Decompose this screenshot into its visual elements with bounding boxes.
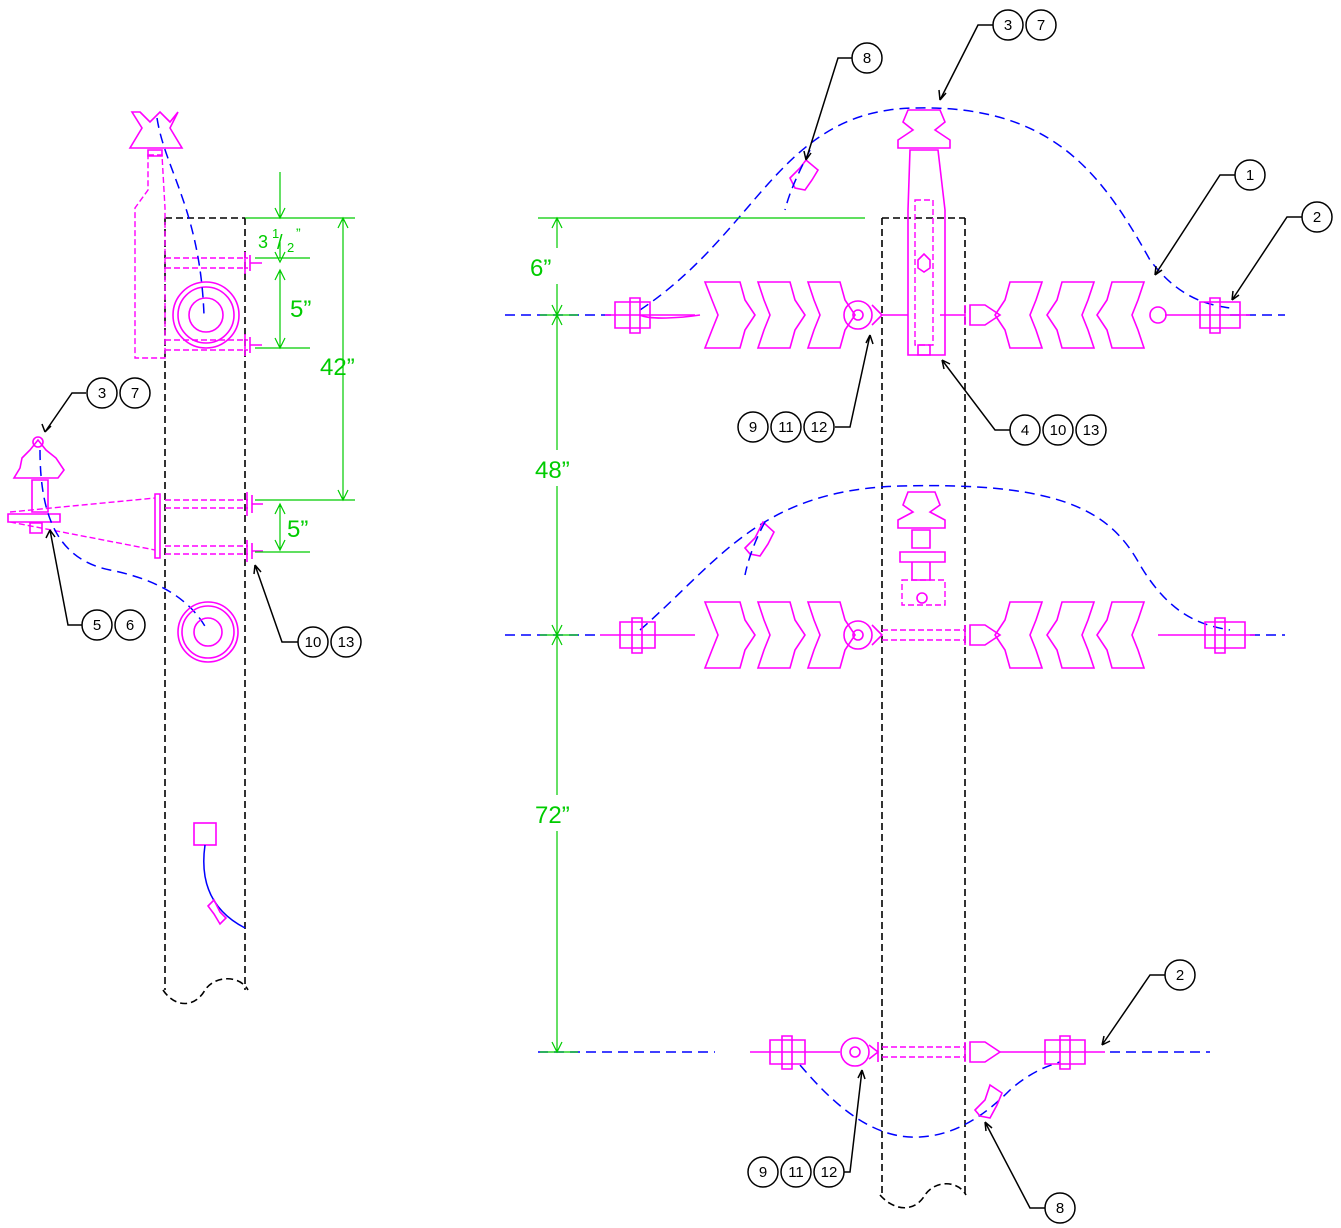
side-dim-overall: 42” [320,354,355,381]
svg-text:7: 7 [1037,17,1045,34]
callout-front-bracket: 4 10 13 [941,359,1107,446]
front-dim-middle: 48” [535,457,570,484]
svg-text:2: 2 [1313,209,1321,226]
svg-text:3: 3 [1004,17,1012,34]
side-dim-top-offset: 3 [258,232,268,252]
svg-text:10: 10 [1050,422,1067,439]
side-arm-bracket [7,436,263,562]
front-lower-tie [973,1083,1003,1119]
front-middle-pin-assembly [897,491,946,606]
front-upper-insulator-strings [605,281,1250,349]
callout-front-deadend: 2 [1231,201,1333,301]
svg-text:7: 7 [131,385,139,402]
svg-text:8: 8 [1056,1200,1064,1217]
svg-text:8: 8 [863,50,871,67]
side-dimensions: 3 1 / 2 ” 5” 42” 5” [245,172,355,553]
svg-text:9: 9 [749,419,757,436]
side-dim-fraction-inch: ” [296,225,301,241]
front-view: 6” 48” 72” 3 7 8 1 2 9 11 12 [505,9,1333,1224]
side-lower-conductor [177,601,239,663]
svg-text:6: 6 [126,617,134,634]
svg-text:9: 9 [759,1164,767,1181]
front-dim-top: 6” [530,255,551,282]
callout-side-bracket: 5 6 [45,529,146,641]
side-dim-fraction-den: 2 [287,240,294,255]
side-view: 3 1 / 2 ” 5” 42” 5” 3 7 5 6 10 13 [7,110,362,1005]
front-middle-tie [743,520,775,557]
callout-front-conductor: 1 [1154,159,1266,276]
svg-text:12: 12 [821,1164,838,1181]
svg-text:11: 11 [788,1164,804,1181]
front-lower-deadend [750,1035,1105,1070]
svg-text:1: 1 [1246,167,1254,184]
side-upper-bolts [165,252,262,356]
side-ground-box [193,822,217,846]
callout-front-upper-shackle: 9 11 12 [737,334,874,443]
side-arm-insulator [12,438,65,513]
svg-text:11: 11 [778,419,794,436]
svg-text:3: 3 [98,385,106,402]
side-top-bracket [134,154,166,359]
svg-text:4: 4 [1021,422,1029,439]
callout-front-upper-tie: 8 [803,42,883,161]
callout-front-lower-deadend: 2 [1101,959,1196,1046]
callout-side-top-pin: 3 7 [41,377,151,433]
callout-front-lower-shackle: 9 11 12 [747,1069,866,1188]
side-top-insulator [128,110,184,157]
front-dimensions: 6” 48” 72” [528,216,865,1054]
front-middle-insulator-strings [600,601,1255,669]
side-dim-bolt-upper: 5” [290,296,311,323]
svg-text:10: 10 [305,634,322,651]
callout-side-bolts: 10 13 [253,564,362,658]
front-dim-bottom: 72” [535,802,570,829]
svg-text:5: 5 [93,617,101,634]
side-dim-bolt-lower: 5” [287,516,308,543]
svg-text:13: 13 [1083,422,1100,439]
front-top-pin-assembly [897,109,951,356]
svg-text:13: 13 [338,634,355,651]
callout-front-top-pin: 3 7 [938,9,1057,101]
svg-text:2: 2 [1176,967,1184,984]
front-upper-tie [789,158,820,191]
callout-front-lower-tie: 8 [984,1121,1076,1224]
side-dim-fraction-num: 1 [272,226,279,241]
side-upper-conductor [172,281,240,349]
svg-text:12: 12 [811,419,828,436]
side-dim-fraction-slash: / [277,232,283,254]
front-pole [879,217,967,1209]
side-pole [162,217,249,1005]
